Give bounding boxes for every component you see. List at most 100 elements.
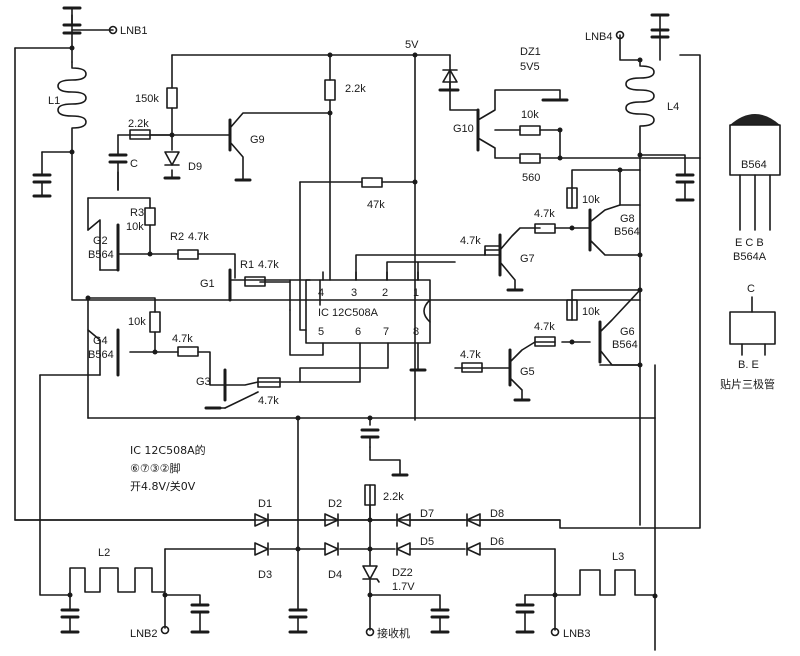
- label-r1: R1: [240, 259, 254, 271]
- label-dz1: DZ1: [520, 46, 541, 58]
- diode-d3: [254, 542, 269, 556]
- label-g10: G10: [453, 123, 474, 135]
- label-g4-type: B564: [88, 349, 114, 361]
- resistor-150k: [166, 87, 178, 109]
- label-10k-g4: 10k: [128, 316, 146, 328]
- label-d6: D6: [490, 536, 504, 548]
- ic-notch: [423, 299, 431, 323]
- terminal-receiver: [365, 627, 375, 637]
- terminal-lnb4: [615, 30, 625, 40]
- label-10k-g10: 10k: [521, 109, 539, 121]
- resistor-47k: [361, 177, 383, 188]
- diode-d7: [396, 513, 411, 527]
- label-4k7-g7: 4.7k: [460, 235, 481, 247]
- label-g6-type: B564: [612, 339, 638, 351]
- label-g9: G9: [250, 134, 265, 146]
- label-l1: L1: [48, 95, 60, 107]
- label-5v: 5V: [405, 39, 419, 51]
- label-10k-g8: 10k: [582, 194, 600, 206]
- label-pkg-ecb: E C B: [735, 237, 764, 249]
- b564-package-drawing: [729, 114, 781, 231]
- label-pin3: 3: [351, 287, 357, 299]
- diode-d2: [324, 513, 339, 527]
- label-pin1: 1: [413, 287, 419, 299]
- label-10k-g6: 10k: [582, 306, 600, 318]
- capacitors: [32, 6, 695, 634]
- label-47k: 47k: [367, 199, 385, 211]
- resistor-r2: [177, 249, 199, 260]
- label-r3: R3: [130, 207, 144, 219]
- label-d2: D2: [328, 498, 342, 510]
- grounds: [163, 88, 569, 477]
- label-2k2-dz: 2.2k: [383, 491, 404, 503]
- label-4k7-g8: 4.7k: [534, 208, 555, 220]
- label-r2-val: 4.7k: [188, 231, 209, 243]
- resistor-560: [519, 153, 541, 164]
- label-smd-c: C: [747, 283, 755, 295]
- label-smd-title: 贴片三极管: [720, 377, 775, 391]
- ic-12c508a: [305, 279, 431, 344]
- label-4k7-g4: 4.7k: [172, 333, 193, 345]
- diode-d9: [164, 151, 180, 166]
- label-receiver: 接收机: [377, 626, 410, 640]
- resistor-2k2-base: [129, 129, 151, 140]
- label-pkg-b564a: B564A: [733, 251, 767, 263]
- resistor-4k7-g6: [534, 336, 556, 347]
- junction-dots: [67, 45, 658, 599]
- label-g7: G7: [520, 253, 535, 265]
- label-560: 560: [522, 172, 540, 184]
- label-l2: L2: [98, 547, 110, 559]
- label-150k: 150k: [135, 93, 159, 105]
- resistor-4k7-g4: [177, 346, 199, 357]
- label-dz2-val: 1.7V: [392, 581, 415, 593]
- diode-d5: [396, 542, 411, 556]
- note-line-2: ⑥⑦③②脚: [130, 461, 180, 475]
- label-4k7-g3: 4.7k: [258, 395, 279, 407]
- label-r2: R2: [170, 231, 184, 243]
- label-g8-type: B564: [614, 226, 640, 238]
- label-pkg-b564: B564: [741, 159, 767, 171]
- resistor-10k-g4: [149, 311, 161, 333]
- resistor-10k-g6: [566, 299, 578, 321]
- diode-d4: [324, 542, 339, 556]
- label-r1-val: 4.7k: [258, 259, 279, 271]
- label-d1: D1: [258, 498, 272, 510]
- resistor-r3: [144, 207, 156, 226]
- resistor-4k7-g3: [257, 377, 281, 388]
- terminal-lnb2: [160, 625, 170, 635]
- terminal-lnb1: [108, 25, 118, 35]
- resistors: [129, 79, 578, 506]
- label-4k7-g5: 4.7k: [460, 349, 481, 361]
- label-pin4: 4: [318, 287, 324, 299]
- smd-package-drawing: [729, 296, 776, 356]
- label-g2: G2: [93, 235, 108, 247]
- label-g2-type: B564: [88, 249, 114, 261]
- zener-dz2: [362, 565, 378, 580]
- label-2k2-c: 2.2k: [128, 118, 149, 130]
- text-labels: LNB1 LNB4 LNB2 LNB3 L1 L2 L3 L4 5V 150k …: [48, 25, 775, 640]
- diode-d8: [466, 513, 481, 527]
- terminals: [108, 25, 625, 637]
- label-l4: L4: [667, 101, 679, 113]
- label-d5: D5: [420, 536, 434, 548]
- label-pin8: 8: [413, 326, 419, 338]
- label-dz2: DZ2: [392, 567, 413, 579]
- resistor-4k7-g8: [534, 223, 556, 234]
- label-g3: G3: [196, 376, 211, 388]
- label-d7: D7: [420, 508, 434, 520]
- diodes: [164, 69, 481, 583]
- label-g4: G4: [93, 335, 108, 347]
- resistor-r1: [244, 276, 266, 287]
- transistor-bars: [116, 108, 602, 402]
- label-pin2: 2: [382, 287, 388, 299]
- label-g1: G1: [200, 278, 215, 290]
- note-line-1: IC 12C508A的: [130, 443, 206, 457]
- label-lnb2: LNB2: [130, 628, 158, 640]
- resistor-4k7-g5: [461, 362, 483, 373]
- label-g6: G6: [620, 326, 635, 338]
- label-lnb3: LNB3: [563, 628, 591, 640]
- label-d4: D4: [328, 569, 342, 581]
- resistor-2k2-dz: [364, 484, 376, 506]
